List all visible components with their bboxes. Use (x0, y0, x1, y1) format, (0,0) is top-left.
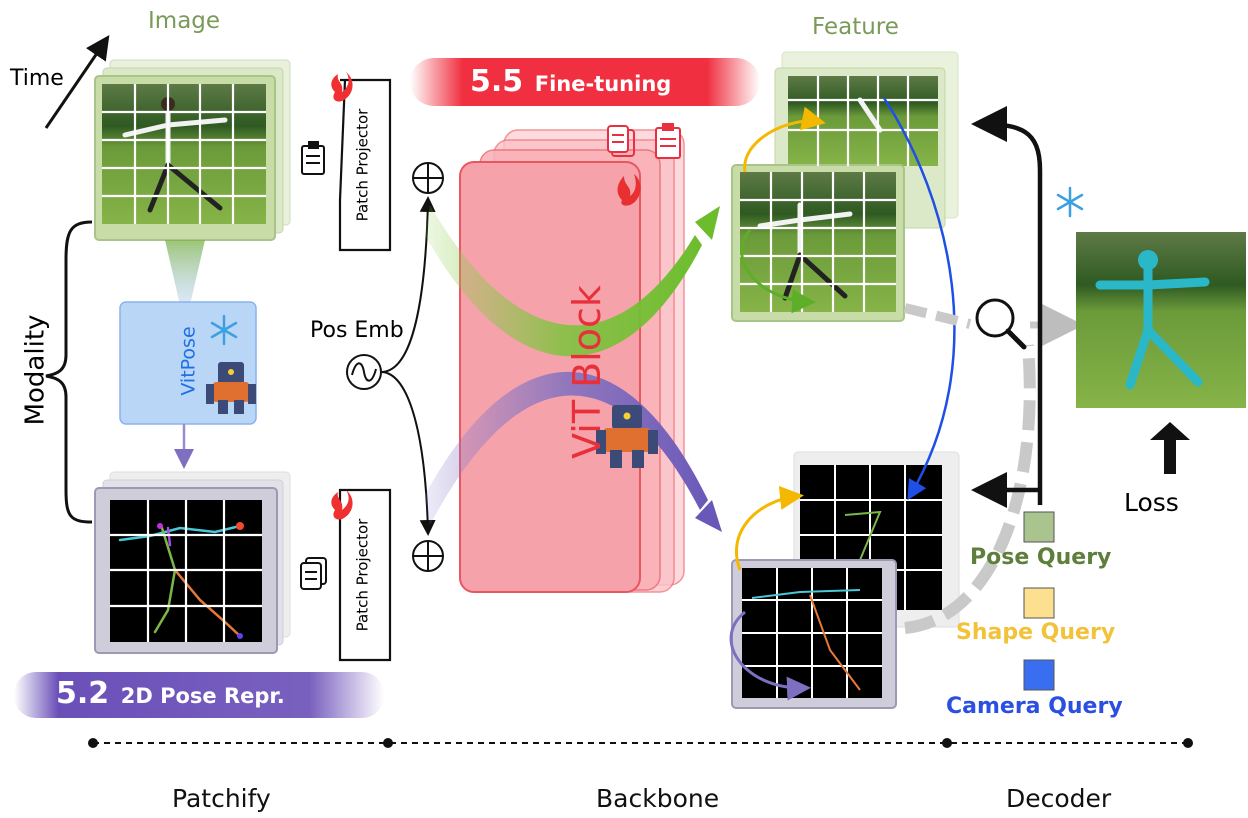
pose-stack (94, 471, 291, 654)
clipboard-icon (301, 141, 325, 175)
pose-repr-section-number: 5.2 (56, 676, 110, 711)
finetune-section-title: Fine-tuning (534, 72, 672, 96)
feature-stack-image (731, 51, 959, 322)
feature-stack-pose (731, 451, 960, 709)
patch-projector-bottom-shape (338, 488, 392, 662)
snowflake-icon (1056, 186, 1084, 218)
modality-brace (45, 220, 93, 524)
stage-decoder: Decoder (1006, 784, 1112, 813)
patch-projector-bottom-label: Patch Projector (353, 518, 372, 632)
snowflake-icon (210, 314, 238, 346)
plus-circle-icon (412, 162, 444, 194)
query-legend (1023, 511, 1055, 691)
pose-query-swatch (1023, 511, 1055, 543)
camera-attention-arrow (882, 97, 956, 501)
query-dashed-path (904, 344, 1036, 634)
finetune-banner (410, 58, 760, 106)
pose-repr-section-title: 2D Pose Repr. (120, 684, 285, 708)
stage-patchify: Patchify (172, 784, 271, 813)
green-flow-arrowhead (695, 206, 720, 240)
sine-icon (346, 354, 382, 390)
input-image-photo (102, 84, 266, 224)
loss-label: Loss (1124, 488, 1179, 517)
decoder-arrow-top (971, 106, 1043, 505)
timeline-dot-backbone (383, 738, 393, 748)
camera-query-label: Camera Query (946, 694, 1123, 719)
pos-emb-label: Pos Emb (310, 318, 404, 343)
robot-icon (206, 362, 256, 414)
copy-icon (300, 557, 327, 590)
feature-label: Feature (812, 14, 899, 40)
stage-backbone: Backbone (596, 784, 720, 813)
magnifier-icon (975, 298, 1027, 350)
purple-flow-arrowhead (695, 500, 722, 532)
pose-attention-arrow (740, 229, 816, 314)
flame-icon (331, 72, 353, 102)
pose-repr-banner (14, 672, 384, 718)
shape-attention-arrow (743, 106, 826, 173)
image-feature-flow (425, 205, 702, 357)
camera-query-swatch (1023, 659, 1055, 691)
modality-label: Modality (20, 314, 51, 426)
plus-circle-icon (412, 540, 444, 572)
time-arrow (44, 35, 110, 129)
vit-block-stack (459, 129, 685, 593)
timeline-dot-start (88, 738, 98, 748)
clipboard-icon (655, 123, 681, 159)
shape-query-swatch (1023, 587, 1055, 619)
timeline (88, 738, 1193, 748)
shape-query-label: Shape Query (956, 620, 1116, 645)
patch-projector-top-label: Patch Projector (353, 108, 372, 222)
decoder-dashed-path-in (903, 303, 972, 329)
timeline-dot-end (1183, 738, 1193, 748)
pose-attention-arrow-2 (729, 610, 811, 701)
image-stack (94, 59, 291, 241)
timeline-dot-decoder (942, 738, 952, 748)
finetune-banner-text: 5.5 Fine-tuning (470, 64, 671, 99)
pose-repr-banner-text: 5.2 2D Pose Repr. (56, 676, 285, 711)
flame-icon (617, 174, 641, 206)
projection-cone (165, 240, 205, 305)
vitpose-label: VitPose (177, 326, 200, 396)
vit-block-label: ViT Block (564, 285, 609, 459)
image-label: Image (148, 8, 221, 34)
robot-icon (596, 405, 658, 468)
finetune-section-number: 5.5 (470, 64, 524, 99)
clipboard-icon (607, 125, 635, 157)
flame-icon (331, 490, 353, 520)
output-mesh-image (1076, 232, 1246, 408)
loss-arrow (1150, 422, 1190, 474)
shape-attention-arrow-2 (734, 485, 804, 571)
pos-emb-arrow-up (380, 196, 436, 373)
patch-projector-top-shape (338, 78, 392, 252)
time-label: Time (10, 66, 64, 91)
pose-query-label: Pose Query (970, 545, 1112, 570)
